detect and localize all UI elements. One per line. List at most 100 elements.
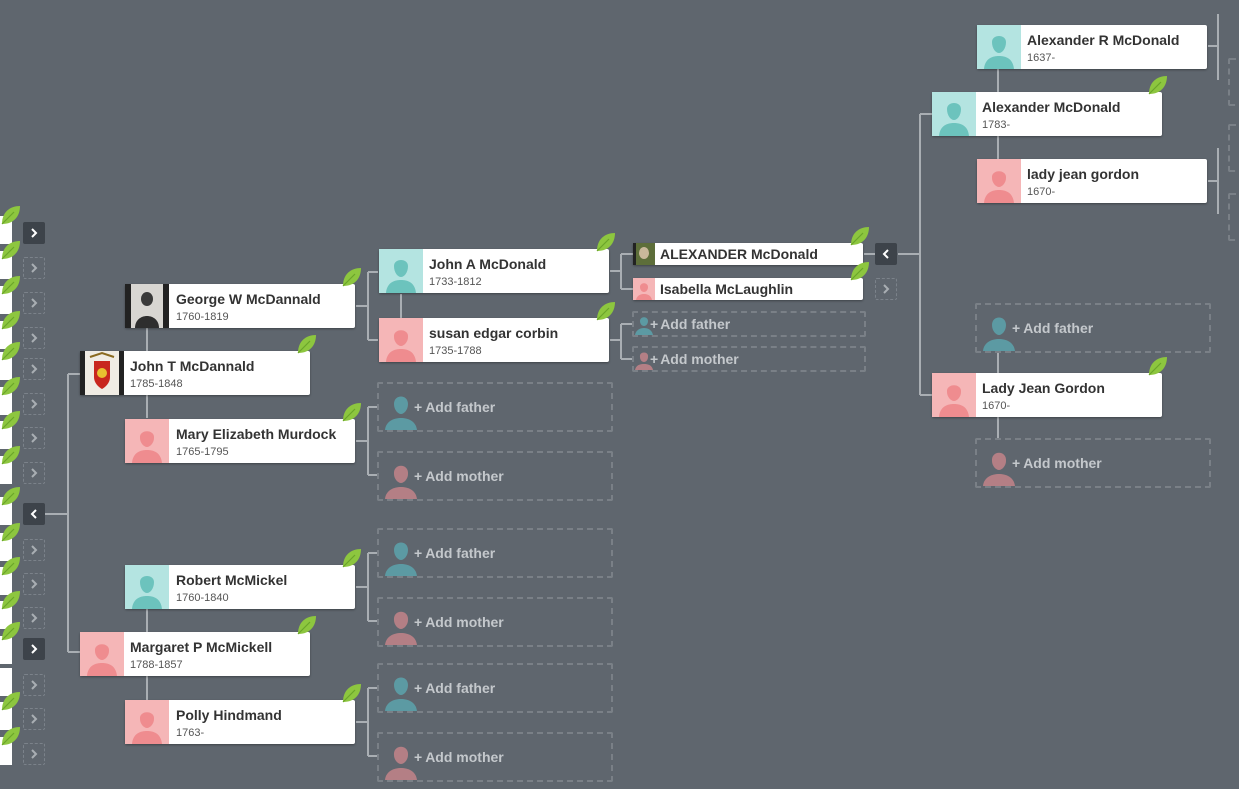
person-years: 1765-1795 xyxy=(176,446,229,458)
person-card-margaret-p-mcmickell[interactable]: Margaret P McMickell 1788-1857 xyxy=(80,632,310,676)
chevron-right-icon xyxy=(31,680,38,690)
hint-leaf-icon[interactable] xyxy=(0,444,22,466)
add-mother-button[interactable]: +Add mother xyxy=(377,451,613,501)
hint-leaf-icon[interactable] xyxy=(0,555,22,577)
expand-button[interactable] xyxy=(23,743,45,765)
add-mother-label: +Add mother xyxy=(414,614,504,630)
add-mother-button[interactable]: +Add mother xyxy=(975,438,1211,488)
person-years: 1760-1819 xyxy=(176,311,229,323)
person-card-isabella-mclaughlin[interactable]: Isabella McLaughlin xyxy=(633,278,863,300)
female-silhouette-icon xyxy=(635,352,653,370)
chevron-right-icon xyxy=(31,433,38,443)
hint-leaf-icon[interactable] xyxy=(0,375,22,397)
female-silhouette-icon xyxy=(983,452,1015,486)
male-silhouette-icon xyxy=(983,317,1015,351)
person-card-alexander-r-mcdonald[interactable]: Alexander R McDonald 1637- xyxy=(977,25,1207,69)
chevron-right-icon xyxy=(31,545,38,555)
person-card-lady-jean-gordon[interactable]: Lady Jean Gordon 1670- xyxy=(932,373,1162,417)
hint-leaf-icon[interactable] xyxy=(0,725,22,747)
person-card-alexander-mcdonald-caps[interactable]: ALEXANDER McDonald xyxy=(633,243,863,265)
chevron-right-icon xyxy=(31,364,38,374)
add-mother-button[interactable]: +Add mother xyxy=(377,732,613,782)
person-years: 1735-1788 xyxy=(429,345,482,357)
expand-button[interactable] xyxy=(875,278,897,300)
hint-leaf-icon[interactable] xyxy=(595,231,617,253)
chevron-right-icon xyxy=(31,399,38,409)
expand-button[interactable] xyxy=(23,427,45,449)
offscreen-card[interactable] xyxy=(0,668,12,696)
hint-leaf-icon[interactable] xyxy=(341,547,363,569)
hint-leaf-icon[interactable] xyxy=(0,309,22,331)
person-card-mary-elizabeth-murdock[interactable]: Mary Elizabeth Murdock 1765-1795 xyxy=(125,419,355,463)
hint-leaf-icon[interactable] xyxy=(0,589,22,611)
expand-button[interactable] xyxy=(23,607,45,629)
hint-leaf-icon[interactable] xyxy=(341,401,363,423)
expand-button[interactable] xyxy=(23,327,45,349)
chevron-right-icon xyxy=(31,333,38,343)
hint-leaf-icon[interactable] xyxy=(0,409,22,431)
add-father-button[interactable]: +Add father xyxy=(377,663,613,713)
person-card-john-t-mcdannald[interactable]: John T McDannald 1785-1848 xyxy=(80,351,310,395)
male-silhouette-icon xyxy=(635,317,653,335)
person-card-polly-hindmand[interactable]: Polly Hindmand 1763- xyxy=(125,700,355,744)
person-name: ALEXANDER McDonald xyxy=(660,246,818,262)
hint-leaf-icon[interactable] xyxy=(0,620,22,642)
hint-leaf-icon[interactable] xyxy=(296,614,318,636)
add-father-button[interactable]: +Add father xyxy=(632,311,866,337)
hint-leaf-icon[interactable] xyxy=(0,239,22,261)
male-silhouette-icon xyxy=(977,25,1021,69)
expand-button[interactable] xyxy=(23,222,45,244)
person-years: 1670- xyxy=(982,400,1011,412)
person-card-robert-mcmickel[interactable]: Robert McMickel 1760-1840 xyxy=(125,565,355,609)
expand-button[interactable] xyxy=(23,358,45,380)
offscreen-add-box[interactable] xyxy=(1228,58,1239,106)
offscreen-card[interactable] xyxy=(0,636,12,664)
collapse-button[interactable] xyxy=(875,243,897,265)
add-mother-label: +Add mother xyxy=(414,749,504,765)
hint-leaf-icon[interactable] xyxy=(0,204,22,226)
person-card-susan-edgar-corbin[interactable]: susan edgar corbin 1735-1788 xyxy=(379,318,609,362)
person-card-alexander-mcdonald[interactable]: Alexander McDonald 1783- xyxy=(932,92,1162,136)
person-card-lady-jean-gordon-lower[interactable]: lady jean gordon 1670- xyxy=(977,159,1207,203)
expand-button[interactable] xyxy=(23,393,45,415)
male-silhouette-icon xyxy=(379,249,423,293)
add-father-button[interactable]: +Add father xyxy=(377,528,613,578)
add-mother-button[interactable]: +Add mother xyxy=(377,597,613,647)
hint-leaf-icon[interactable] xyxy=(849,260,871,282)
expand-button[interactable] xyxy=(23,573,45,595)
hint-leaf-icon[interactable] xyxy=(296,333,318,355)
hint-leaf-icon[interactable] xyxy=(0,340,22,362)
person-photo xyxy=(125,284,169,328)
expand-button[interactable] xyxy=(23,674,45,696)
hint-leaf-icon[interactable] xyxy=(849,225,871,247)
expand-button[interactable] xyxy=(23,539,45,561)
person-years: 1637- xyxy=(1027,52,1056,64)
expand-button[interactable] xyxy=(23,292,45,314)
expand-button[interactable] xyxy=(23,638,45,660)
add-father-button[interactable]: +Add father xyxy=(377,382,613,432)
hint-leaf-icon[interactable] xyxy=(1147,355,1169,377)
add-mother-button[interactable]: +Add mother xyxy=(632,346,866,372)
hint-leaf-icon[interactable] xyxy=(0,274,22,296)
hint-leaf-icon[interactable] xyxy=(0,485,22,507)
expand-button[interactable] xyxy=(23,257,45,279)
add-father-button[interactable]: +Add father xyxy=(975,303,1211,353)
hint-leaf-icon[interactable] xyxy=(595,300,617,322)
hint-leaf-icon[interactable] xyxy=(1147,74,1169,96)
person-card-george-w-mcdannald[interactable]: George W McDannald 1760-1819 xyxy=(125,284,355,328)
male-silhouette-icon xyxy=(125,565,169,609)
hint-leaf-icon[interactable] xyxy=(341,266,363,288)
offscreen-add-box[interactable] xyxy=(1228,193,1239,241)
hint-leaf-icon[interactable] xyxy=(0,690,22,712)
expand-button[interactable] xyxy=(23,708,45,730)
hint-leaf-icon[interactable] xyxy=(0,521,22,543)
collapse-button[interactable] xyxy=(23,503,45,525)
female-silhouette-icon xyxy=(125,700,169,744)
offscreen-add-box[interactable] xyxy=(1228,124,1239,172)
expand-button[interactable] xyxy=(23,462,45,484)
person-card-john-a-mcdonald[interactable]: John A McDonald 1733-1812 xyxy=(379,249,609,293)
person-name: Robert McMickel xyxy=(176,572,288,588)
hint-leaf-icon[interactable] xyxy=(341,682,363,704)
